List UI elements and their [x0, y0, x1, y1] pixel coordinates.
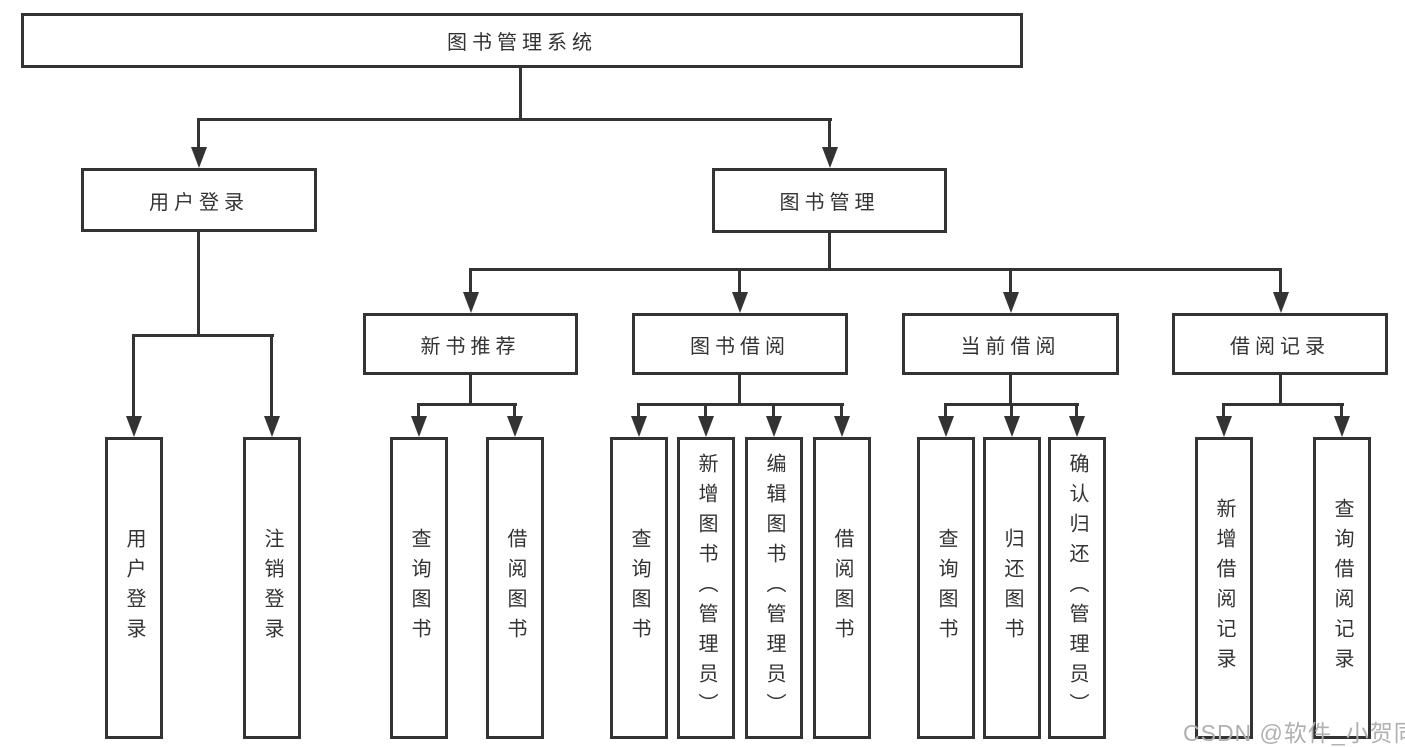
arrowhead-down-icon — [732, 292, 748, 313]
connector-arrow-stem — [1075, 405, 1078, 417]
connector-current-stub — [1009, 375, 1012, 405]
arrowhead-down-icon — [698, 416, 714, 437]
connector-arrow-stem — [1279, 270, 1282, 293]
node-book-management: 图书管理 — [712, 168, 947, 233]
leaf-query-books-borrow-label: 查询图书 — [628, 528, 650, 648]
arrowhead-down-icon — [463, 292, 479, 313]
arrowhead-down-icon — [1004, 416, 1020, 437]
connector-arrow-stem — [1009, 270, 1012, 293]
connector-arrow-stem — [1222, 405, 1225, 417]
leaf-confirm-return-admin: 确认归还（管理员） — [1048, 437, 1106, 739]
node-borrow-records: 借阅记录 — [1172, 313, 1388, 375]
arrowhead-down-icon — [191, 147, 207, 168]
arrowhead-down-icon — [1069, 416, 1085, 437]
arrowhead-down-icon — [1003, 292, 1019, 313]
connector-arrow-stem — [1010, 405, 1013, 417]
connector-newbook-stub — [469, 375, 472, 405]
leaf-add-books-admin: 新增图书（管理员） — [677, 437, 735, 739]
node-root-label: 图书管理系统 — [447, 32, 597, 54]
connector-arrow-stem — [944, 405, 947, 417]
leaf-borrow-books-label: 借阅图书 — [831, 528, 853, 648]
connector-bookmgmt-stub — [828, 232, 831, 270]
connector-records-stub — [1279, 375, 1282, 405]
node-book-borrow: 图书借阅 — [632, 313, 848, 375]
connector-arrow-stem — [704, 405, 707, 417]
connector-arrow-stem — [270, 336, 273, 417]
leaf-query-books-borrow: 查询图书 — [610, 437, 668, 739]
connector-root-stub — [519, 68, 522, 121]
connector-arrow-stem — [197, 120, 200, 149]
connector-userlogin-stub — [197, 232, 200, 336]
connector-arrow-stem — [772, 405, 775, 417]
leaf-borrow-books: 借阅图书 — [813, 437, 871, 739]
leaf-add-borrow-record-label: 新增借阅记录 — [1213, 498, 1235, 678]
connector-arrow-stem — [840, 405, 843, 417]
node-root: 图书管理系统 — [21, 13, 1023, 68]
node-user-login: 用户登录 — [81, 168, 317, 232]
leaf-edit-books-admin-label: 编辑图书（管理员） — [763, 453, 785, 723]
connector-records-hline — [1222, 403, 1344, 406]
leaf-borrow-books-recommend-label: 借阅图书 — [504, 528, 526, 648]
connector-bookmgmt-hline — [469, 268, 1282, 271]
node-current-borrow-label: 当前借阅 — [960, 335, 1061, 358]
leaf-logout: 注销登录 — [243, 437, 301, 739]
arrowhead-down-icon — [938, 416, 954, 437]
watermark: CSDN @软件_小贺同学 — [1183, 720, 1405, 746]
node-new-book-recommend: 新书推荐 — [363, 313, 578, 375]
arrowhead-down-icon — [1273, 292, 1289, 313]
leaf-borrow-books-recommend: 借阅图书 — [486, 437, 544, 739]
node-book-borrow-label: 图书借阅 — [690, 335, 790, 358]
connector-borrow-hline — [637, 403, 844, 406]
connector-arrow-stem — [738, 270, 741, 293]
node-current-borrow: 当前借阅 — [902, 313, 1119, 375]
connector-arrow-stem — [417, 405, 420, 417]
leaf-query-books-current-label: 查询图书 — [935, 528, 957, 648]
leaf-query-borrow-record-label: 查询借阅记录 — [1331, 498, 1353, 678]
connector-arrow-stem — [513, 405, 516, 417]
leaf-query-books-current: 查询图书 — [917, 437, 975, 739]
arrowhead-down-icon — [631, 416, 647, 437]
arrowhead-down-icon — [766, 416, 782, 437]
connector-arrow-stem — [1340, 405, 1343, 417]
leaf-user-login-label: 用户登录 — [123, 528, 145, 648]
arrowhead-down-icon — [1216, 416, 1232, 437]
leaf-add-books-admin-label: 新增图书（管理员） — [695, 453, 717, 723]
leaf-add-borrow-record: 新增借阅记录 — [1195, 437, 1253, 739]
arrowhead-down-icon — [411, 416, 427, 437]
connector-borrow-stub — [738, 375, 741, 405]
node-new-book-recommend-label: 新书推荐 — [420, 335, 521, 358]
leaf-user-login: 用户登录 — [105, 437, 163, 739]
leaf-query-borrow-record: 查询借阅记录 — [1313, 437, 1371, 739]
leaf-query-books-recommend-label: 查询图书 — [408, 528, 430, 648]
arrowhead-down-icon — [126, 416, 142, 437]
node-book-management-label: 图书管理 — [779, 192, 880, 214]
leaf-return-books: 归还图书 — [983, 437, 1041, 739]
connector-arrow-stem — [132, 336, 135, 417]
connector-arrow-stem — [637, 405, 640, 417]
connector-root-hline — [197, 118, 832, 121]
arrowhead-down-icon — [822, 147, 838, 168]
leaf-logout-label: 注销登录 — [261, 528, 283, 648]
leaf-return-books-label: 归还图书 — [1001, 528, 1023, 648]
node-user-login-label: 用户登录 — [149, 191, 249, 214]
connector-current-hline — [944, 403, 1079, 406]
arrowhead-down-icon — [834, 416, 850, 437]
arrowhead-down-icon — [1334, 416, 1350, 437]
node-borrow-records-label: 借阅记录 — [1230, 335, 1330, 358]
leaf-edit-books-admin: 编辑图书（管理员） — [745, 437, 803, 739]
arrowhead-down-icon — [264, 416, 280, 437]
arrowhead-down-icon — [507, 416, 523, 437]
leaf-confirm-return-admin-label: 确认归还（管理员） — [1066, 453, 1088, 723]
connector-arrow-stem — [469, 270, 472, 293]
connector-arrow-stem — [828, 120, 831, 149]
leaf-query-books-recommend: 查询图书 — [390, 437, 448, 739]
connector-userlogin-hline — [132, 334, 274, 337]
connector-newbook-hline — [417, 403, 517, 406]
